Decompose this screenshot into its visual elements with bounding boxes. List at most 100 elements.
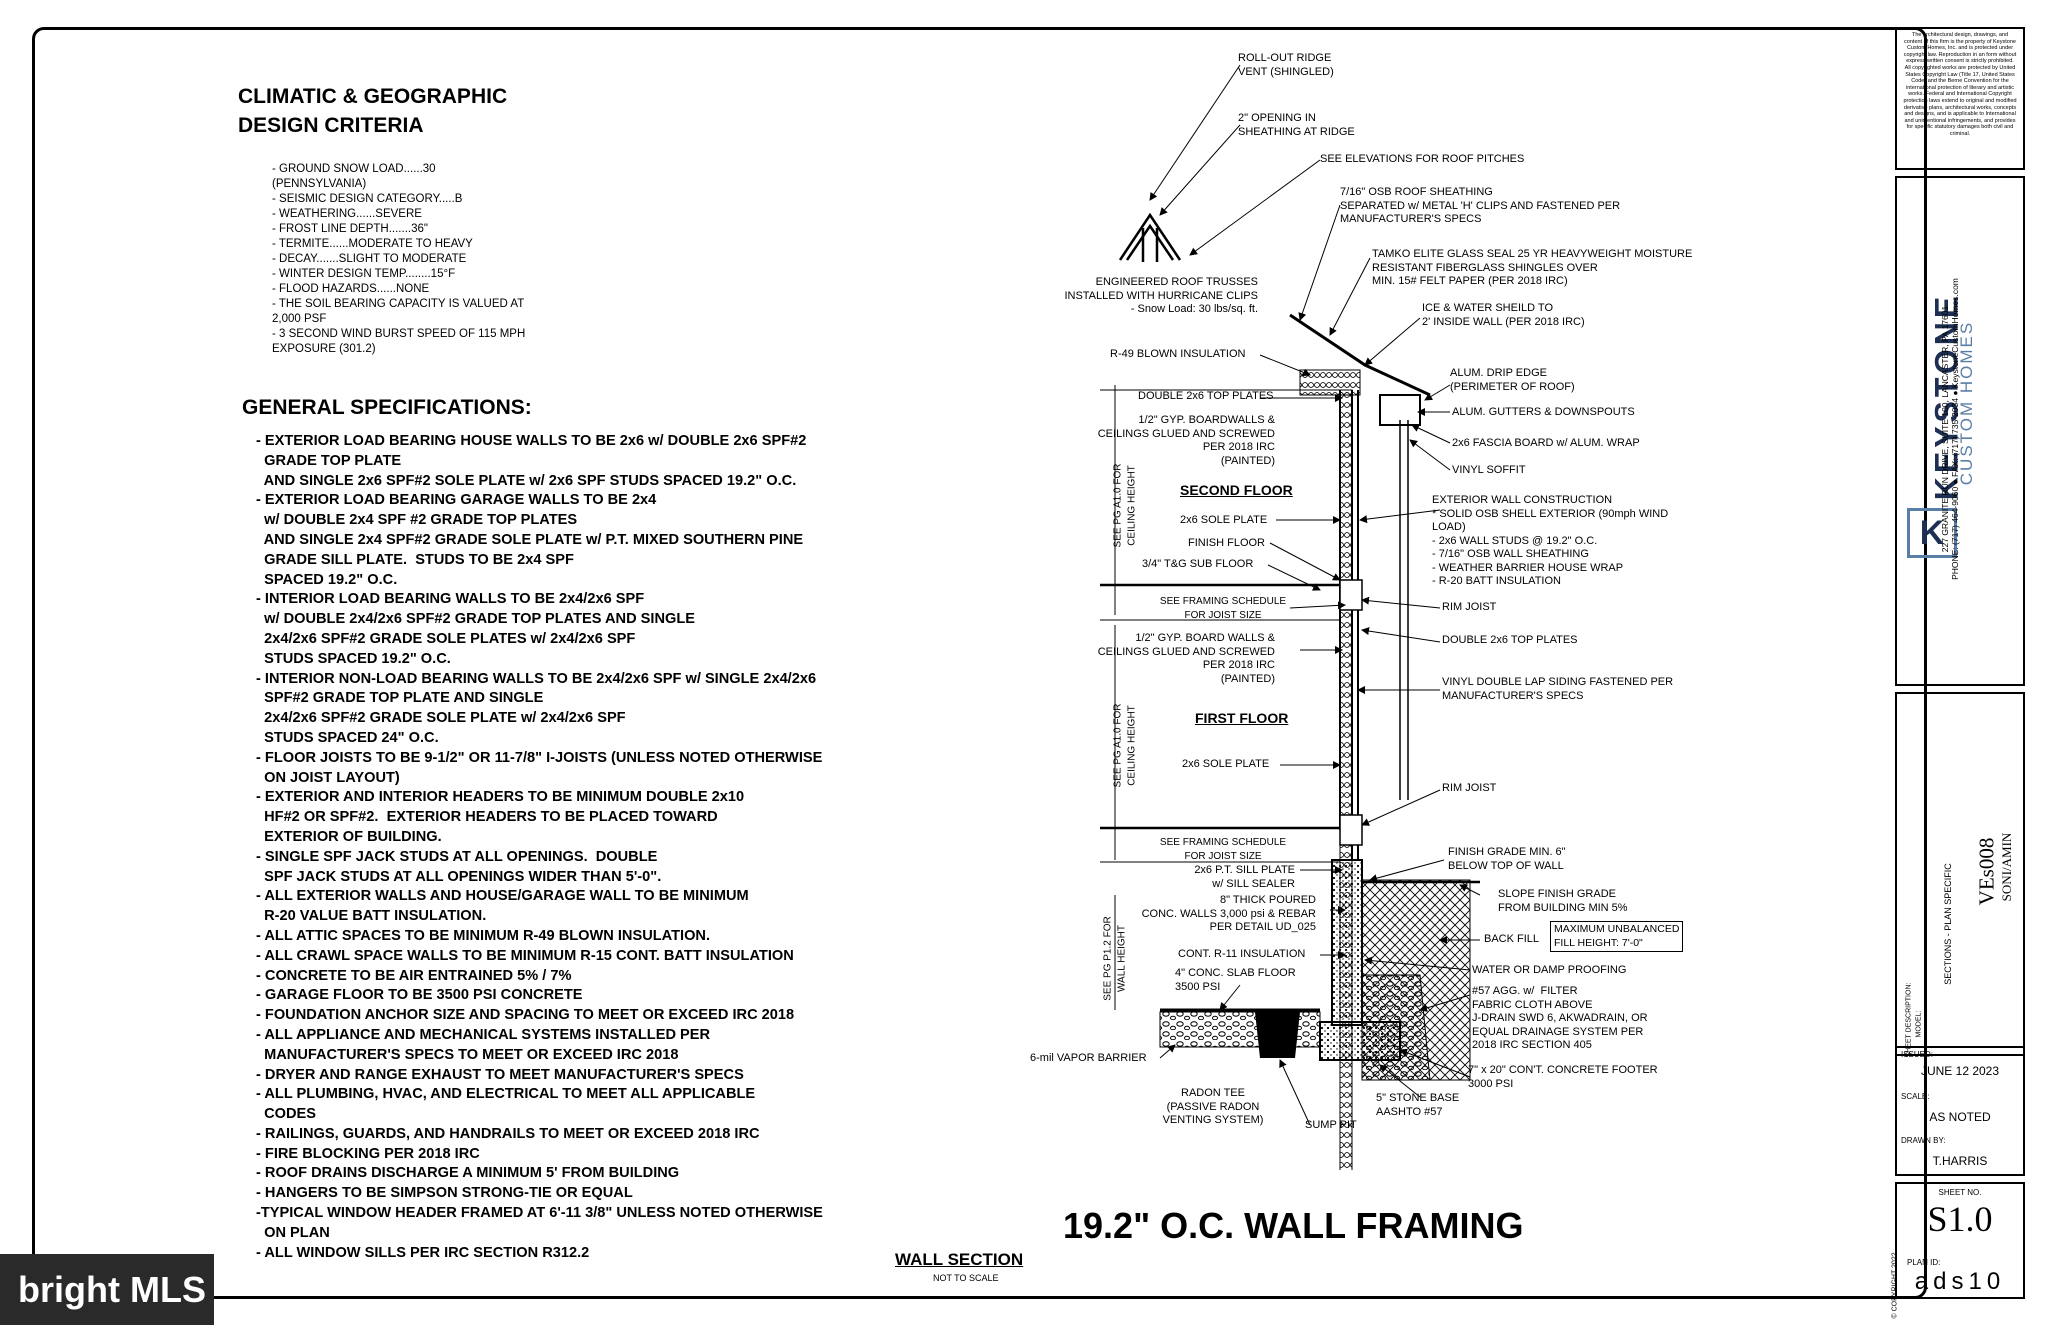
label-vinyl-soffit: VINYL SOFFIT <box>1452 464 1526 476</box>
general-spec-line: AND SINGLE 2x4 SPF#2 GRADE SOLE PLATE w/… <box>256 531 804 548</box>
general-spec-line: SPF#2 GRADE TOP PLATE AND SINGLE <box>256 690 544 707</box>
label-framing-schedule-1: SEE FRAMING SCHEDULE FOR JOIST SIZE <box>1159 596 1287 621</box>
general-spec-line: 2x4/2x6 SPF#2 GRADE SOLE PLATE w/ 2x4/2x… <box>256 710 626 727</box>
scale-label: SCALE: <box>1901 1092 1930 1101</box>
label-drip-edge: ALUM. DRIP EDGE (PERIMETER OF ROOF) <box>1450 367 1575 393</box>
general-spec-line: - DRYER AND RANGE EXHAUST TO MEET MANUFA… <box>256 1066 744 1083</box>
general-spec-line: GRADE SILL PLATE. STUDS TO BE 2x4 SPF <box>256 551 574 568</box>
general-spec-line: EXTERIOR OF BUILDING. <box>256 828 442 845</box>
not-to-scale-note: NOT TO SCALE <box>933 1273 999 1283</box>
label-osb-roof-sheathing: 7/16" OSB ROOF SHEATHING SEPARATED w/ ME… <box>1340 186 1621 225</box>
copyright-notice: The architectural design, drawings, and … <box>1903 32 2017 137</box>
general-spec-line: - SINGLE SPF JACK STUDS AT ALL OPENINGS.… <box>256 848 658 865</box>
label-slab-floor: 4" CONC. SLAB FLOOR 3500 PSI <box>1175 967 1296 993</box>
general-spec-line: CODES <box>256 1106 317 1123</box>
general-spec-line: - FOUNDATION ANCHOR SIZE AND SPACING TO … <box>256 1007 795 1024</box>
sheet-desc-value: SECTIONS - PLAN SPECIFIC <box>1943 863 1953 985</box>
general-spec-line: MANUFACTURER'S SPECS TO MEET OR EXCEED I… <box>256 1046 679 1063</box>
label-stone-base: 5" STONE BASE AASHTO #57 <box>1376 1092 1460 1118</box>
copyright-box: The architectural design, drawings, and … <box>1895 27 2025 170</box>
general-spec-line: SPF JACK STUDS AT ALL OPENINGS WIDER THA… <box>256 868 662 885</box>
label-sump-pit: SUMP PIT <box>1305 1119 1357 1131</box>
climatic-criteria-list: - GROUND SNOW LOAD......30 (PENNSYLVANIA… <box>272 163 526 355</box>
label-roof-trusses: ENGINEERED ROOF TRUSSES INSTALLED WITH H… <box>1064 276 1258 315</box>
keystone-logo-icon: K <box>1907 508 1957 558</box>
label-sill-plate: 2x6 P.T. SILL PLATE w/ SILL SEALER <box>1194 864 1295 890</box>
general-spec-line: - ALL PLUMBING, HVAC, AND ELECTRICAL TO … <box>256 1086 756 1103</box>
label-radon-tee: RADON TEE (PASSIVE RADON VENTING SYSTEM) <box>1162 1087 1264 1126</box>
label-double-top-plates-2: DOUBLE 2x6 TOP PLATES <box>1442 634 1578 646</box>
foundation <box>1159 859 1480 1081</box>
label-roll-out-ridge: ROLL-OUT RIDGE VENT (SHINGLED) <box>1238 52 1334 78</box>
general-spec-line: AND SINGLE 2x6 SPF#2 SOLE PLATE w/ 2x6 S… <box>256 472 797 489</box>
general-spec-line: 2x4/2x6 SPF#2 GRADE SOLE PLATES w/ 2x4/2… <box>256 630 636 647</box>
general-specs-list: - EXTERIOR LOAD BEARING HOUSE WALLS TO B… <box>256 432 823 1263</box>
label-second-floor: SECOND FLOOR <box>1180 482 1293 498</box>
label-gutters: ALUM. GUTTERS & DOWNSPOUTS <box>1452 406 1635 418</box>
general-spec-line: - INTERIOR LOAD BEARING WALLS TO BE 2x4/… <box>256 591 645 608</box>
issue-info-box: ISSUED: JUNE 12 2023 SCALE: AS NOTED DRA… <box>1895 1046 2025 1176</box>
label-double-top-plates: DOUBLE 2x6 TOP PLATES <box>1138 390 1274 402</box>
general-spec-line: GRADE TOP PLATE <box>256 452 402 469</box>
copyright-year: © COPYRIGHT 2022 <box>1891 1252 1899 1319</box>
label-ice-water-shield: ICE & WATER SHEILD TO 2' INSIDE WALL (PE… <box>1422 302 1585 328</box>
sheet-no-label: SHEET NO. <box>1938 1188 1982 1197</box>
label-concrete-footer: 7" x 20" CON'T. CONCRETE FOOTER 3000 PSI <box>1468 1064 1658 1090</box>
drawn-by-label: DRAWN BY: <box>1901 1136 1946 1145</box>
general-spec-line: HF#2 OR SPF#2. EXTERIOR HEADERS TO BE PL… <box>256 809 718 826</box>
label-damp-proofing: WATER OR DAMP PROOFING <box>1472 964 1627 976</box>
model-label: MODEL: <box>1915 1010 1923 1038</box>
brand-box: K KEYSTONE CUSTOM HOMES 227 GRANITE RUN … <box>1895 176 2025 686</box>
label-fascia: 2x6 FASCIA BOARD w/ ALUM. WRAP <box>1452 437 1640 449</box>
leader-lines <box>1149 64 1481 1126</box>
label-first-floor: FIRST FLOOR <box>1195 710 1289 726</box>
label-ridge-opening: 2" OPENING IN SHEATHING AT RIDGE <box>1238 112 1355 138</box>
sheet-no-value: S1.0 <box>1927 1199 1993 1239</box>
model-sub: SONI/AMIN <box>1999 832 2014 902</box>
general-spec-line: SPACED 19.2" O.C. <box>256 571 398 588</box>
label-back-fill: BACK FILL <box>1484 933 1540 945</box>
label-finish-grade: FINISH GRADE MIN. 6" BELOW TOP OF WALL <box>1448 846 1566 872</box>
scale-value: AS NOTED <box>1929 1110 1991 1124</box>
drawing-title: 19.2" O.C. WALL FRAMING <box>1063 1205 1524 1246</box>
label-exterior-wall-construction: EXTERIOR WALL CONSTRUCTION * SOLID OSB S… <box>1432 494 1669 587</box>
label-gyp-board-2: 1/2" GYP. BOARD WALLS & CEILINGS GLUED A… <box>1097 632 1275 685</box>
general-spec-line: ON JOIST LAYOUT) <box>256 769 400 786</box>
label-wall-height: SEE PG P1.2 FOR WALL HEIGHT <box>1102 916 1128 1001</box>
issued-value: JUNE 12 2023 <box>1920 1064 2000 1078</box>
label-aggregate-drainage: #57 AGG. w/ FILTER FABRIC CLOTH ABOVE J-… <box>1472 985 1648 1051</box>
general-spec-line: - EXTERIOR LOAD BEARING GARAGE WALLS TO … <box>256 492 657 509</box>
general-spec-line: R-20 VALUE BATT INSULATION. <box>256 908 487 925</box>
general-spec-line: -TYPICAL WINDOW HEADER FRAMED AT 6'-11 3… <box>256 1205 823 1222</box>
label-rim-joist-2: RIM JOIST <box>1442 782 1497 794</box>
label-finish-floor: FINISH FLOOR <box>1188 537 1266 549</box>
general-spec-line: STUDS SPACED 19.2" O.C. <box>256 650 451 667</box>
wall-section-drawing <box>1100 64 1481 1170</box>
label-max-unbalanced-fill: MAXIMUM UNBALANCED FILL HEIGHT: 7'-0" <box>1550 921 1684 952</box>
label-r11-insulation: CONT. R-11 INSULATION <box>1178 948 1306 960</box>
drawing-border <box>32 27 1927 1299</box>
general-spec-line: - EXTERIOR LOAD BEARING HOUSE WALLS TO B… <box>256 433 807 449</box>
sheet-desc-label: SHEET DESCRIPTION: <box>1905 982 1913 1058</box>
general-spec-line: - ALL ATTIC SPACES TO BE MINIMUM R-49 BL… <box>256 927 711 944</box>
general-spec-line: - GARAGE FLOOR TO BE 3500 PSI CONCRETE <box>256 987 583 1004</box>
brand-subtitle: CUSTOM HOMES <box>1957 320 1976 486</box>
company-phone: PHONE: (717) 464-9060 ● FAX: (717) 735-2… <box>1950 278 1960 580</box>
general-spec-line: - RAILINGS, GUARDS, AND HANDRAILS TO MEE… <box>256 1125 760 1142</box>
label-see-elevations: SEE ELEVATIONS FOR ROOF PITCHES <box>1320 153 1525 165</box>
sheet-description-box: SHEET DESCRIPTION: SECTIONS - PLAN SPECI… <box>1895 692 2025 1058</box>
issued-label: ISSUED: <box>1901 1050 1934 1059</box>
general-specs-title: GENERAL SPECIFICATIONS: <box>242 396 532 419</box>
label-vapor-barrier: 6-mil VAPOR BARRIER <box>1030 1052 1147 1064</box>
label-poured-concrete-walls: 8" THICK POURED CONC. WALLS 3,000 psi & … <box>1141 894 1316 933</box>
label-r49-insulation: R-49 BLOWN INSULATION <box>1110 348 1246 360</box>
label-ceiling-height-2: SEE PG A1.0 FOR CEILING HEIGHT <box>1112 703 1138 788</box>
bright-mls-watermark: bright MLS <box>0 1254 214 1325</box>
label-framing-schedule-2: SEE FRAMING SCHEDULE FOR JOIST SIZE <box>1159 837 1287 862</box>
general-spec-line: - FLOOR JOISTS TO BE 9-1/2" OR 11-7/8" I… <box>256 749 823 766</box>
general-spec-line: - HANGERS TO BE SIMPSON STRONG-TIE OR EQ… <box>256 1185 633 1202</box>
general-spec-line: - ALL APPLIANCE AND MECHANICAL SYSTEMS I… <box>256 1026 711 1043</box>
general-spec-line: - CONCRETE TO BE AIR ENTRAINED 5% / 7% <box>256 967 572 984</box>
general-spec-line: - EXTERIOR AND INTERIOR HEADERS TO BE MI… <box>256 789 745 806</box>
general-spec-line: w/ DOUBLE 2x4/2x6 SPF#2 GRADE TOP PLATES… <box>256 611 696 628</box>
